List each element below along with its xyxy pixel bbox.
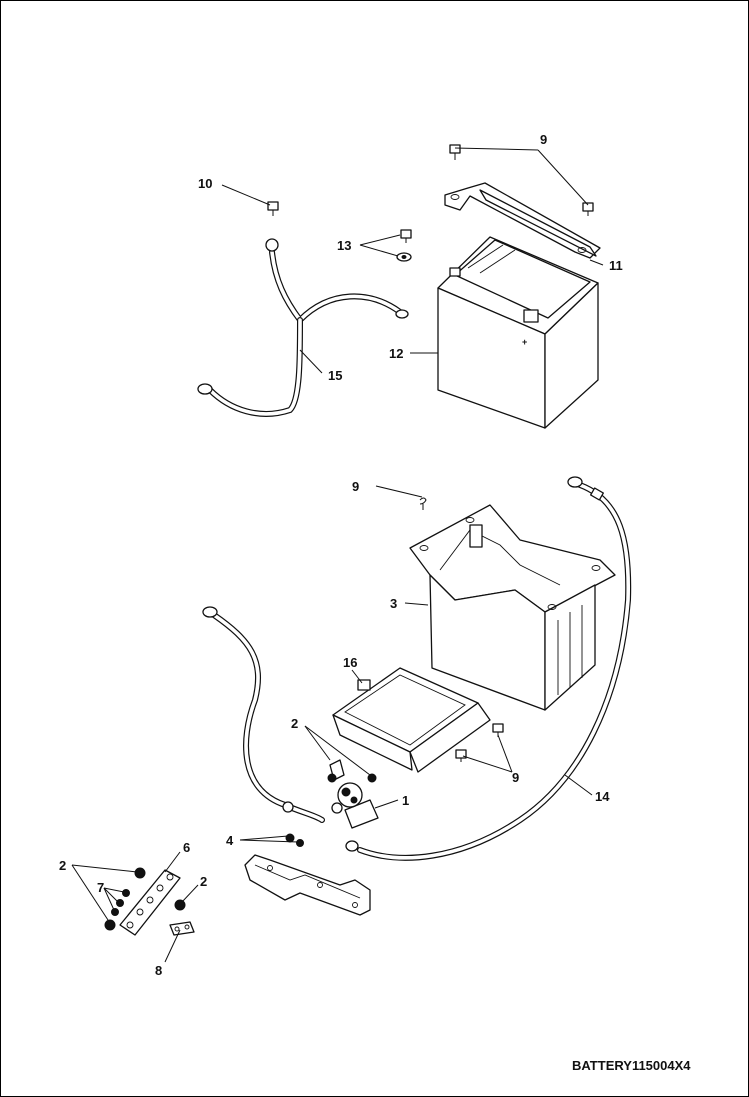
callout-2-left: 2 xyxy=(59,858,66,873)
callout-2-solenoid: 2 xyxy=(291,716,298,731)
nut-2-left-top xyxy=(134,867,146,879)
callouts: 9 10 13 11 12 15 9 3 16 2 9 1 14 4 6 2 2… xyxy=(59,132,623,978)
bolt-9-top-right xyxy=(582,202,594,216)
callout-9-lower: 9 xyxy=(512,770,519,785)
cable-15 xyxy=(197,238,409,417)
nut-2-left-bottom xyxy=(104,919,116,931)
battery: + xyxy=(437,236,599,429)
nut-2-solenoid-b xyxy=(367,773,377,783)
leader-lines xyxy=(71,147,604,963)
nut-4-b xyxy=(296,839,304,847)
nut-4-a xyxy=(285,833,295,843)
callout-16: 16 xyxy=(343,655,357,670)
hold-down-bracket xyxy=(444,182,601,259)
cable-left xyxy=(202,606,325,823)
cable-14 xyxy=(345,476,632,861)
bolt-9-lower-left xyxy=(455,749,467,762)
bolt-10 xyxy=(267,201,279,216)
callout-4: 4 xyxy=(226,833,234,848)
callout-3: 3 xyxy=(390,596,397,611)
link-strap xyxy=(169,921,195,936)
callout-15: 15 xyxy=(328,368,342,383)
nut-2-solenoid-a xyxy=(327,773,337,783)
svg-text:+: + xyxy=(522,337,527,347)
battery-tray xyxy=(332,667,491,773)
callout-11: 11 xyxy=(609,258,623,273)
callout-9-top: 9 xyxy=(540,132,547,147)
nut-2-right xyxy=(174,899,186,911)
callout-8: 8 xyxy=(155,963,162,978)
starter-solenoid xyxy=(329,759,379,829)
mounting-bracket xyxy=(244,854,371,916)
battery-box xyxy=(409,504,616,711)
callout-2-right: 2 xyxy=(200,874,207,889)
callout-14: 14 xyxy=(595,789,610,804)
bolt-9-top-left xyxy=(449,144,461,160)
callout-1: 1 xyxy=(402,793,409,808)
callout-10: 10 xyxy=(198,176,212,191)
callout-9-mid: 9 xyxy=(352,479,359,494)
callout-7: 7 xyxy=(97,880,104,895)
drawing-code: BATTERY115004X4 xyxy=(572,1058,691,1073)
terminal-block xyxy=(119,869,181,936)
nut-7-a xyxy=(122,889,130,897)
bolt-9-mid xyxy=(419,497,427,510)
nut-7-c xyxy=(111,908,119,916)
callout-6: 6 xyxy=(183,840,190,855)
callout-13: 13 xyxy=(337,238,351,253)
nut-7-b xyxy=(116,899,124,907)
bolt-13 xyxy=(396,229,412,262)
callout-12: 12 xyxy=(389,346,403,361)
